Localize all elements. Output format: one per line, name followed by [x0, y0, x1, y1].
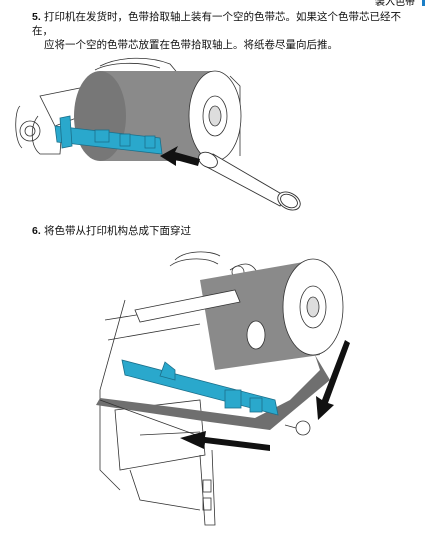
step-text-line2: 应将一个空的色带芯放置在色带拾取轴上。将纸卷尽量向后推。 — [44, 39, 338, 51]
printhead-assembly — [121, 359, 279, 416]
ribbon-take-up-illustration — [15, 57, 301, 211]
empty-ribbon-core — [198, 151, 301, 211]
step-number: 5. — [32, 11, 41, 23]
section-header: 装入色带 — [375, 0, 415, 8]
feed-arrow-right — [316, 340, 350, 420]
step-5: 5.打印机在发货时，色带拾取轴上装有一个空的色带芯。如果这个色带芯已经不在， 应… — [32, 10, 412, 52]
take-up-spindle — [54, 115, 163, 155]
ribbon-threading-illustration — [96, 251, 350, 526]
step-text-line1: 将色带从打印机构总成下面穿过 — [44, 225, 191, 237]
feed-arrow-left — [180, 431, 270, 451]
step-number: 6. — [32, 225, 41, 237]
insert-arrow — [160, 146, 200, 166]
section-marker — [422, 0, 425, 6]
step-6: 6.将色带从打印机构总成下面穿过 — [32, 224, 191, 238]
step-text-line1: 打印机在发货时，色带拾取轴上装有一个空的色带芯。如果这个色带芯已经不在， — [32, 11, 401, 37]
